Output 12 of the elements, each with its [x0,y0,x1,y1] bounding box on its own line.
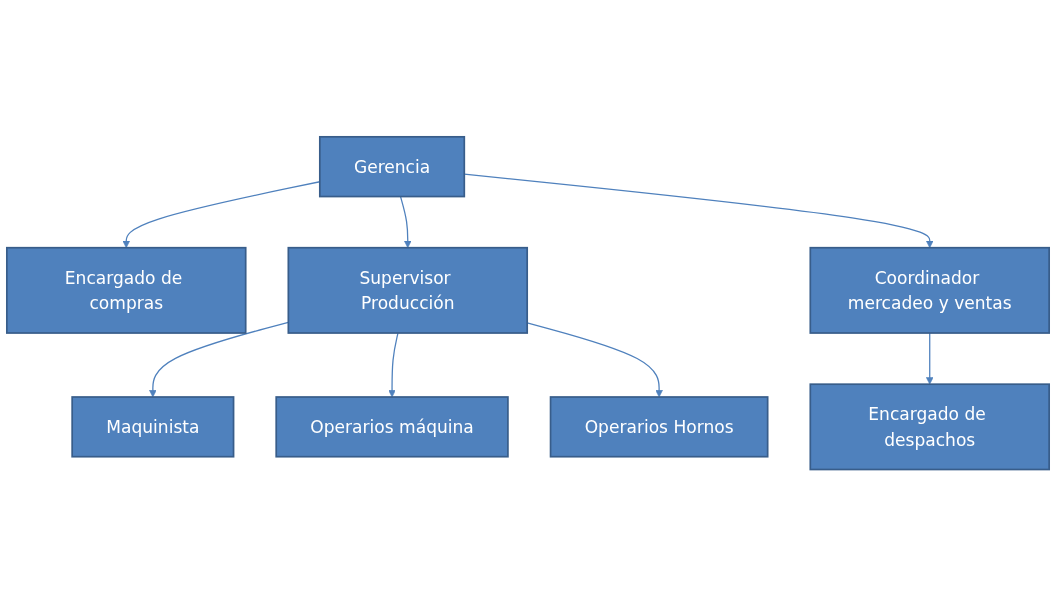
node-box: Operarios Hornos [549,395,769,458]
node-box: Encargado de despachos [809,383,1050,471]
node-box: Maquinista [71,395,235,458]
arrow [926,332,934,385]
node-box: Encargado de compras [6,246,247,334]
arrow [149,321,289,398]
node-box: Operarios máquina [275,395,509,458]
node-box: Gerencia [318,135,466,198]
node-box: Coordinador mercadeo y ventas [809,246,1050,334]
arrow [388,332,399,398]
arrow [399,195,412,248]
node-box: Supervisor Producción [287,246,529,334]
